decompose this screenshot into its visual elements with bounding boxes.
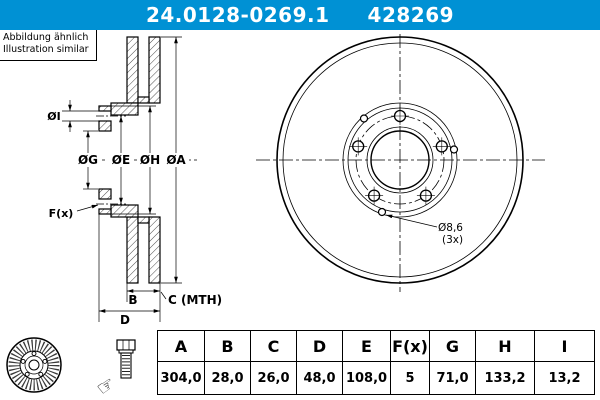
part-number: 24.0128-0269.1 [145, 3, 330, 27]
note-line-de: Abbildung ähnlich [3, 32, 89, 43]
disc-icon [6, 337, 62, 393]
dim-label-dia-g: ØG [78, 153, 98, 167]
table-value-row: 304,0 28,0 26,0 48,0 108,0 5 71,0 133,2 … [157, 361, 595, 395]
header-I: I [534, 330, 595, 362]
table-header-row: A B C D E F(x) G H I [157, 330, 595, 362]
header-D: D [296, 330, 343, 362]
value-A: 304,0 [157, 361, 205, 395]
header-C: C [250, 330, 297, 362]
value-G: 71,0 [429, 361, 476, 395]
value-C: 26,0 [250, 361, 297, 395]
hole-dia-label: Ø8,6 [438, 222, 463, 234]
header-B: B [204, 330, 251, 362]
value-Fx: 108,0 [342, 361, 391, 395]
dim-label-dia-a: ØA [166, 153, 186, 167]
technical-drawing: ØI ØG ØE ØH ØA F(x) B C (MTH) D [47, 34, 545, 327]
value-B: 28,0 [204, 361, 251, 395]
header-Fx: F(x) [390, 330, 430, 362]
catalog-number: 428269 [367, 3, 455, 27]
set-screw-holes [359, 114, 459, 217]
value-E: 5 [390, 361, 430, 395]
bolt-hole-center-marks [349, 107, 451, 205]
header-bar: 24.0128-0269.1 428269 [0, 0, 600, 30]
dimension-table: A B C D E F(x) G H I 304,0 28,0 26,0 48,… [157, 330, 595, 395]
header-H: H [475, 330, 535, 362]
header-G: G [429, 330, 476, 362]
front-view: Ø8,6 (3x) [276, 36, 524, 284]
value-I: 13,2 [534, 361, 595, 395]
screw-icon [116, 339, 136, 379]
dim-label-b: B [128, 293, 137, 307]
dim-label-dia-h: ØH [140, 153, 160, 167]
header-A: A [157, 330, 205, 362]
dim-label-d: D [120, 313, 130, 327]
dim-label-c-mth: C (MTH) [168, 293, 222, 307]
dim-label-dia-e: ØE [112, 153, 130, 167]
value-H: 133,2 [475, 361, 535, 395]
dim-label-dia-i: ØI [47, 110, 60, 123]
similar-note: Abbildung ähnlich Illustration similar [0, 30, 97, 61]
header-E: E [342, 330, 391, 362]
pointing-hand-icon: ☞ [92, 371, 120, 399]
bolt-icon: ☞ [92, 339, 136, 399]
value-D: 48,0 [296, 361, 343, 395]
dim-label-f-count: F(x) [49, 207, 74, 220]
note-line-en: Illustration similar [3, 44, 89, 55]
section-dimensions: ØI ØG ØE ØH ØA F(x) B C (MTH) D [47, 36, 222, 327]
hole-count-label: (3x) [442, 234, 463, 246]
